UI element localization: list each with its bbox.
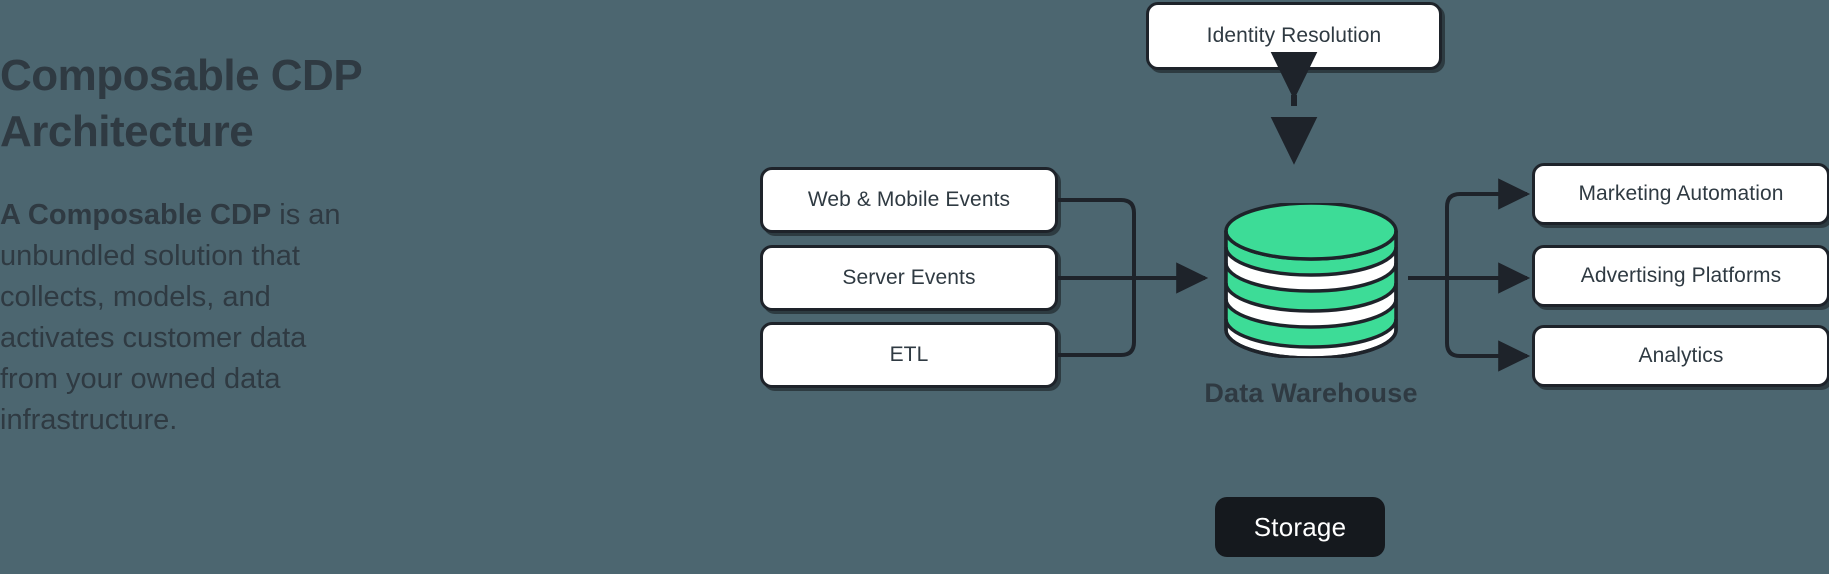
page-title: Composable CDP Architecture (0, 51, 362, 157)
connector-web-to-bus (1058, 198, 1136, 278)
node-source-web-mobile-events[interactable]: Web & Mobile Events (760, 167, 1058, 233)
node-destination-analytics[interactable]: Analytics (1532, 325, 1829, 387)
node-destination-advertising-platforms[interactable]: Advertising Platforms (1532, 245, 1829, 307)
intro-rest-text: is an unbundled solution that collects, … (0, 198, 341, 437)
node-identity-resolution[interactable]: Identity Resolution (1146, 2, 1442, 70)
connector-warehouse-to-marketing (1445, 178, 1531, 278)
data-warehouse-node[interactable] (1218, 203, 1404, 358)
database-cylinder-icon (1224, 203, 1398, 358)
node-source-etl[interactable]: ETL (760, 322, 1058, 388)
node-source-server-events[interactable]: Server Events (760, 245, 1058, 311)
intro-text-block: Composable CDP Architecture A Composable… (0, 48, 440, 442)
status-badge-storage: Storage (1215, 497, 1385, 557)
node-destination-marketing-automation[interactable]: Marketing Automation (1532, 163, 1829, 225)
data-warehouse-label: Data Warehouse (1204, 378, 1418, 408)
connector-etl-to-bus (1058, 278, 1136, 357)
intro-lead-phrase: A Composable CDP (0, 198, 272, 231)
intro-paragraph: A Composable CDP is an unbundled solutio… (0, 195, 372, 442)
connector-warehouse-to-analytics (1445, 278, 1531, 372)
